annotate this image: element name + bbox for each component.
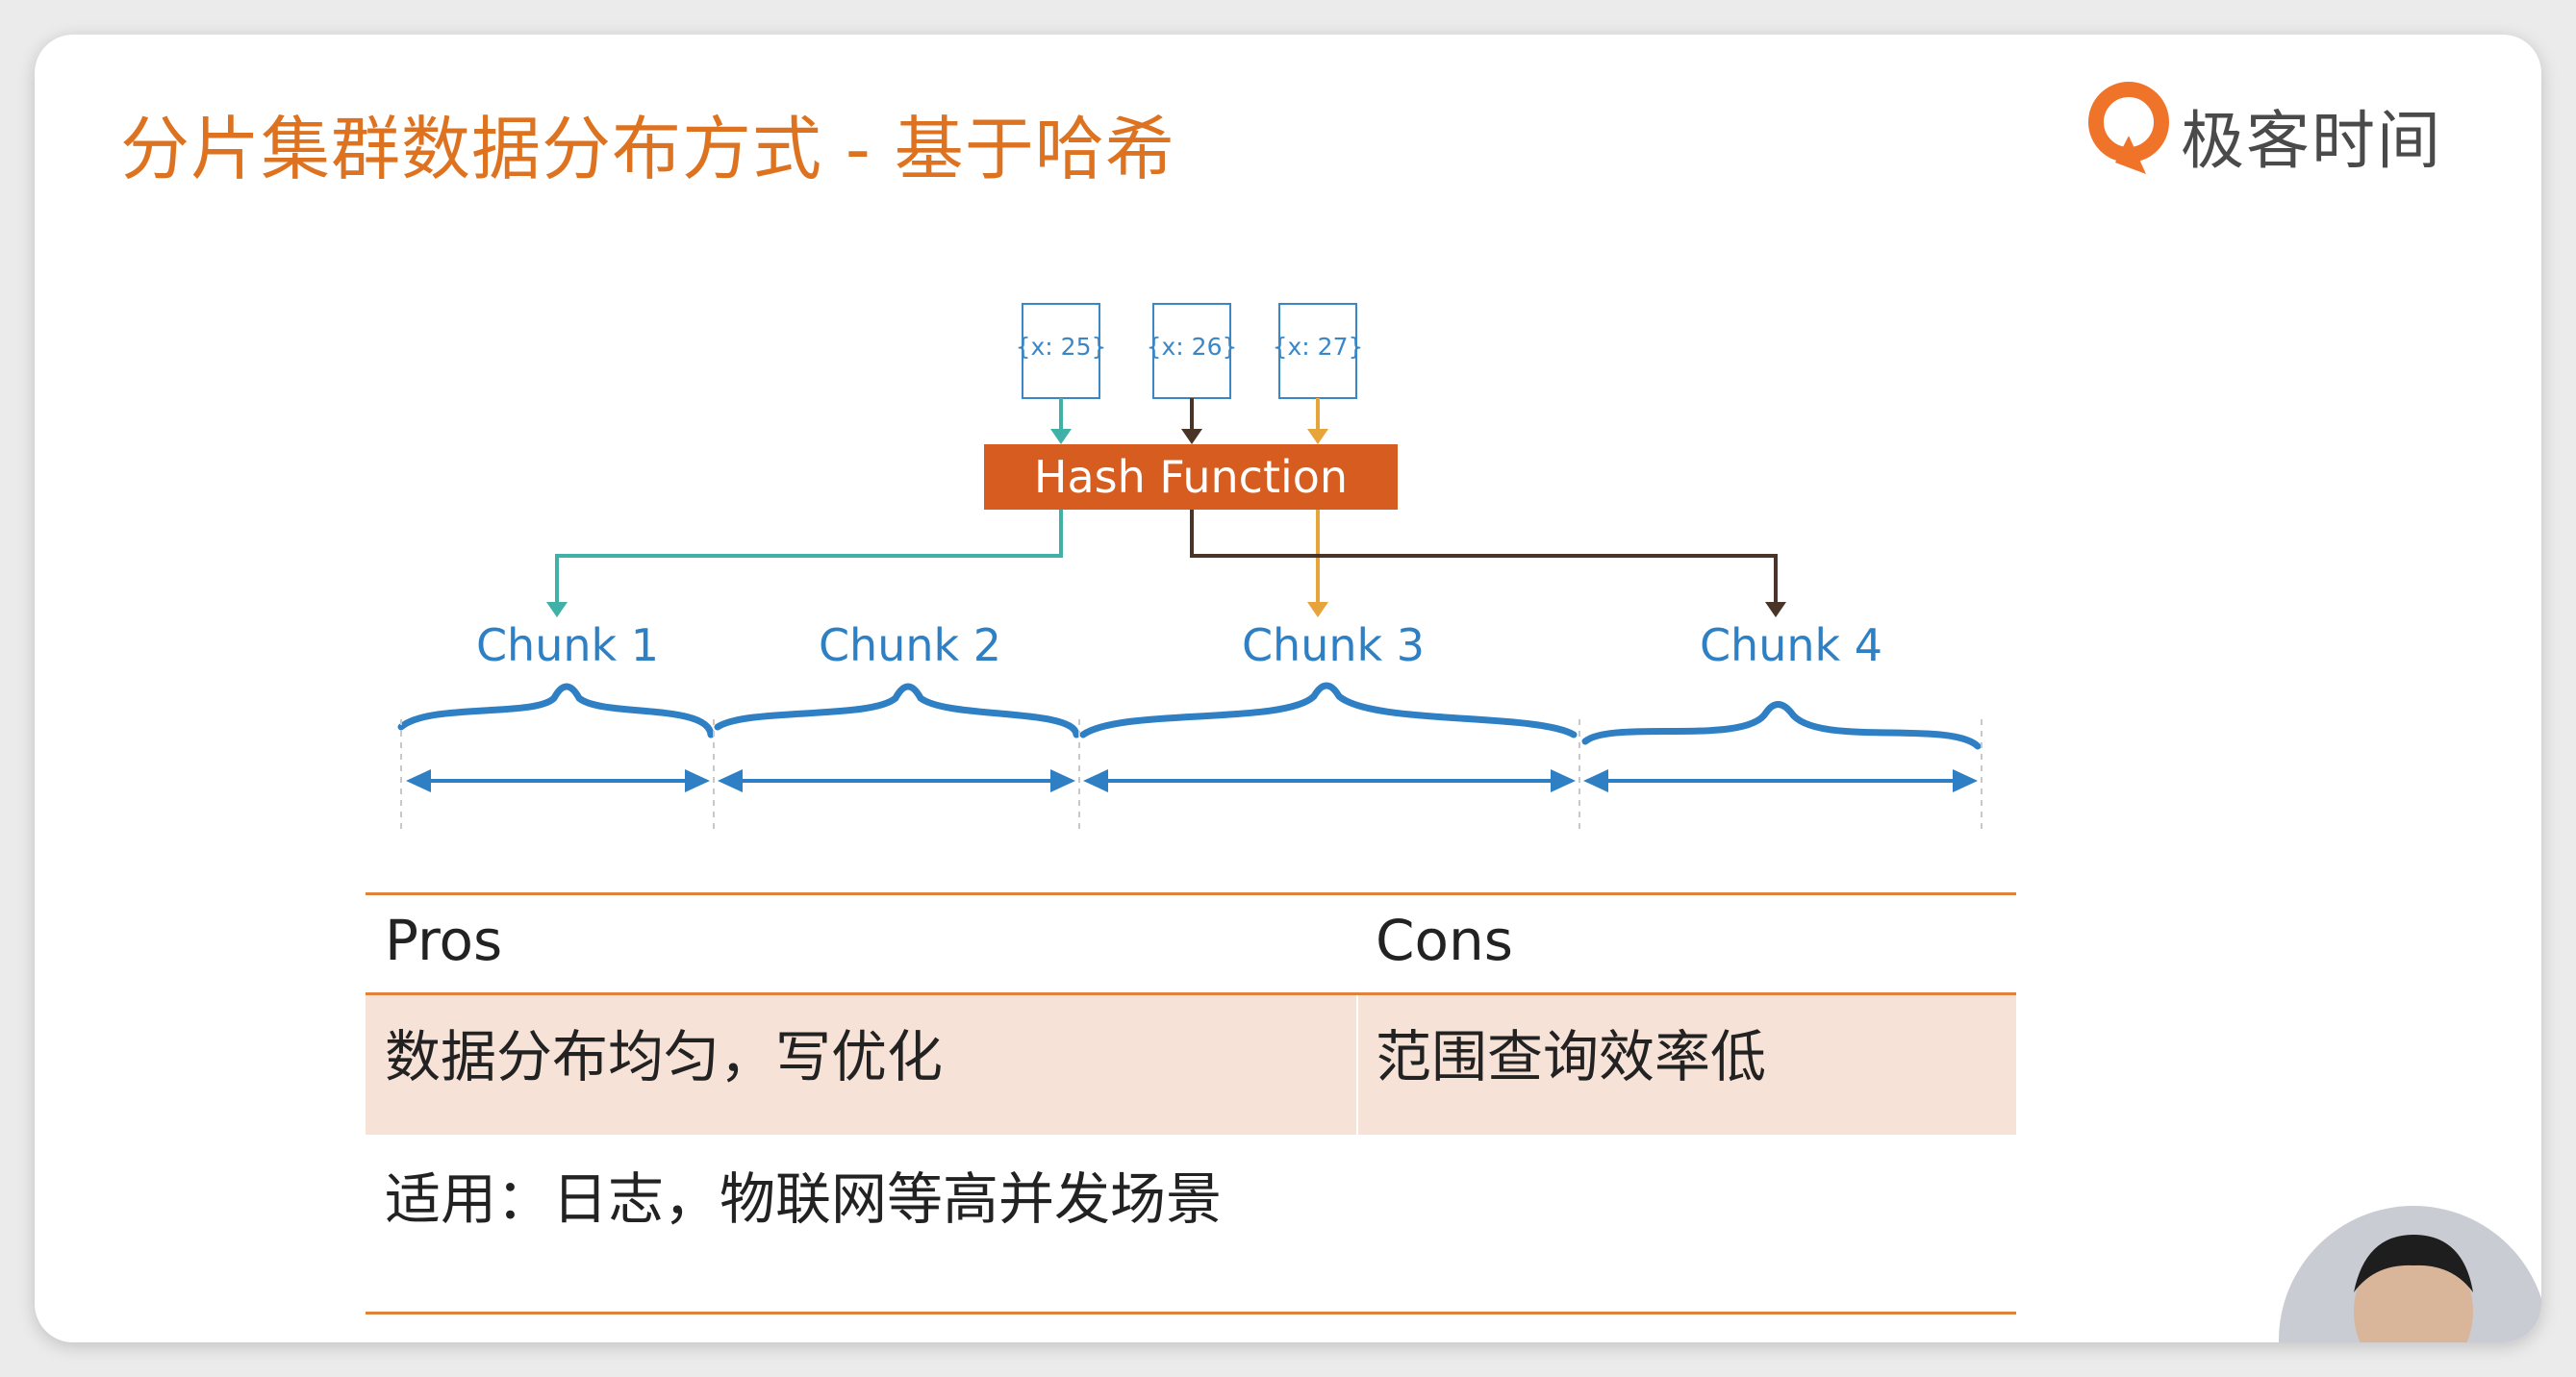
pros-cell-2: 适用：日志，物联网等高并发场景 (385, 1166, 1223, 1232)
input-document-1: {x: 25} (1016, 303, 1107, 399)
presenter-video-thumbnail (2279, 1206, 2541, 1342)
chunk-2-range-left (718, 769, 743, 792)
chunk-1-range-right (685, 769, 710, 792)
table-top-rule (366, 892, 2016, 895)
route-arrowhead-chunk-4 (1765, 602, 1786, 617)
table-bottom-rule (366, 1312, 2016, 1314)
pros-cons-table: Pros Cons 数据分布均匀，写优化 范围查询效率低 适用：日志，物联网等高… (366, 892, 2016, 1317)
cons-header: Cons (1376, 908, 1513, 973)
slide: 分片集群数据分布方式 - 基于哈希 极客时间 {x: 25} {x: 26} {… (35, 35, 2541, 1342)
chunk-4-brace (1581, 701, 1982, 750)
hash-function-rect (984, 444, 1398, 510)
chunk-4-range-left (1583, 769, 1608, 792)
chunk-braces (397, 682, 1982, 750)
chunk-range-arrows (406, 769, 1978, 792)
chunk-dividers (400, 719, 1983, 833)
cons-cell-1: 范围查询效率低 (1376, 1024, 1767, 1089)
chunk-1-range-left (406, 769, 431, 792)
route-arrowhead-chunk-3 (1307, 602, 1328, 617)
input-document-2-label: {x: 26} (1147, 333, 1238, 361)
slide-title: 分片集群数据分布方式 - 基于哈希 (120, 109, 1175, 189)
hash-sharding-diagram: {x: 25} {x: 26} {x: 27} Hash Function (397, 303, 1983, 833)
input-document-2: {x: 26} (1147, 303, 1238, 399)
chunk-2-range-right (1050, 769, 1075, 792)
route-to-chunk-4 (1190, 510, 1778, 604)
input-arrowhead-3 (1307, 429, 1328, 444)
routing-arrows (546, 510, 1786, 617)
input-document-3-label: {x: 27} (1273, 333, 1364, 361)
table-header-rule (366, 992, 2016, 995)
chunk-3-range-left (1083, 769, 1108, 792)
chunk-1-brace (397, 683, 715, 739)
input-arrows (1050, 398, 1328, 444)
chunk-4-label: Chunk 4 (1700, 619, 1882, 671)
input-arrowhead-2 (1181, 429, 1202, 444)
input-arrowhead-1 (1050, 429, 1072, 444)
table-column-divider (1356, 995, 1358, 1135)
pros-header: Pros (385, 908, 503, 973)
chunk-2-label: Chunk 2 (819, 619, 1001, 671)
hash-function-label: Hash Function (1034, 451, 1348, 503)
table-row-highlight (366, 995, 2016, 1135)
chunk-3-range-right (1551, 769, 1576, 792)
chunk-2-brace (714, 683, 1080, 739)
pros-cell-1: 数据分布均匀，写优化 (385, 1024, 944, 1089)
route-to-chunk-1 (555, 510, 1063, 604)
chunk-labels: Chunk 1 Chunk 2 Chunk 3 Chunk 4 (476, 619, 1882, 671)
brand-logo-icon (2088, 82, 2169, 174)
brand-logo: 极客时间 (2086, 78, 2471, 184)
chunk-4-range-right (1953, 769, 1978, 792)
input-document-3: {x: 27} (1273, 303, 1364, 399)
chunk-3-label: Chunk 3 (1242, 619, 1425, 671)
route-arrowhead-chunk-1 (546, 602, 568, 617)
hash-function-box: Hash Function (984, 444, 1398, 510)
chunk-1-label: Chunk 1 (476, 619, 659, 671)
chunk-3-brace (1079, 682, 1578, 739)
input-document-1-label: {x: 25} (1016, 333, 1107, 361)
brand-name: 极客时间 (2181, 104, 2442, 178)
